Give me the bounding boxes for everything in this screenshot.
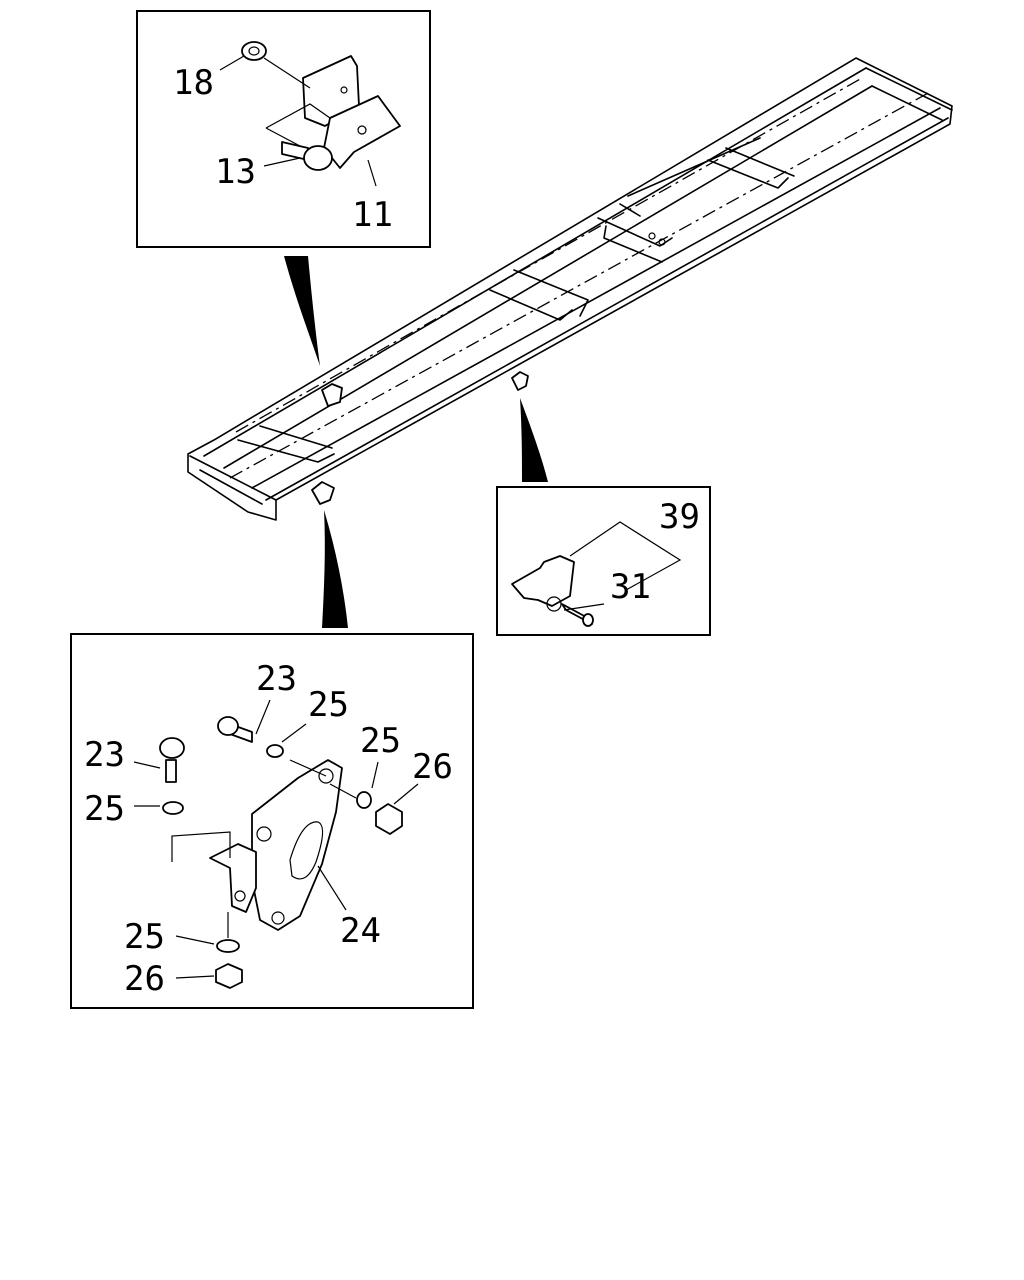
- washer-25-right-icon: [356, 791, 372, 809]
- callout-23-left: 23: [84, 735, 125, 775]
- callout-25-right: 25: [360, 721, 401, 761]
- callout-39: 39: [659, 497, 700, 537]
- callout-24: 24: [340, 911, 381, 951]
- callout-25-left: 25: [84, 789, 125, 829]
- inset-bracket-bottom: 23 25 23 25 26 25 24 25 26: [70, 633, 474, 1009]
- nut-18-icon: [241, 41, 267, 61]
- washer-25-lower-icon: [216, 939, 240, 953]
- callout-23-upper: 23: [256, 659, 297, 699]
- callout-31: 31: [610, 567, 651, 607]
- bolt-23-left-icon: [165, 759, 177, 783]
- pointer-top-inset: [284, 256, 320, 366]
- inset-right-frame: [496, 486, 711, 636]
- callout-26-right: 26: [412, 747, 453, 787]
- inset-bracket-right: 39 31: [496, 486, 711, 636]
- pointer-bottom-inset: [322, 510, 348, 628]
- callout-13: 13: [215, 152, 256, 192]
- callout-18: 18: [173, 63, 214, 103]
- hanger-bracket-39-icon: [511, 555, 575, 607]
- callout-25-lower: 25: [124, 917, 165, 957]
- washer-25-left-icon: [162, 801, 184, 815]
- inset-bracket-top: 18 13 11: [136, 10, 431, 248]
- nut-26-right-icon: [375, 803, 403, 835]
- pointer-right-inset: [520, 398, 548, 482]
- callout-26-lower: 26: [124, 959, 165, 999]
- chassis-frame: [187, 57, 953, 521]
- nut-26-lower-icon: [215, 963, 243, 989]
- callout-25-upper: 25: [308, 685, 349, 725]
- callout-11: 11: [352, 195, 393, 235]
- washer-25-upper-icon: [266, 744, 284, 758]
